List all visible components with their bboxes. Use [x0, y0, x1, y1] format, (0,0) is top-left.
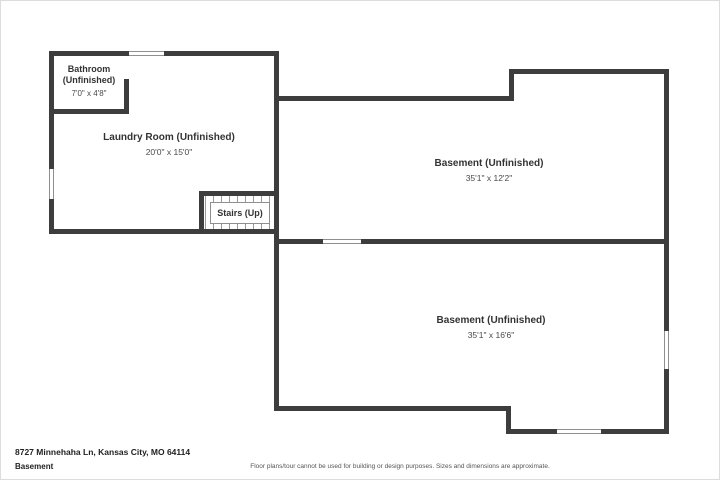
- laundry-label: Laundry Room (Unfinished) 20'0" x 15'0": [79, 132, 259, 157]
- wall-stairs-top: [199, 191, 279, 196]
- basement-upper-name: Basement (Unfinished): [434, 158, 544, 169]
- basement-lower-dims: 35'1" x 16'6": [467, 329, 515, 340]
- wall-stairs-left: [199, 191, 204, 229]
- wall-basement-upper-top-left: [274, 96, 514, 101]
- wall-bathroom-bottom: [49, 109, 129, 114]
- basement-upper-dims: 35'1" x 12'2": [465, 172, 513, 183]
- bathroom-label: Bathroom (Unfinished) 7'0" x 4'8": [57, 64, 121, 99]
- laundry-name: Laundry Room (Unfinished): [103, 132, 235, 143]
- wall-basement-upper-step: [509, 69, 514, 101]
- laundry-dims: 20'0" x 15'0": [145, 146, 193, 157]
- wall-basement-upper-top-right: [509, 69, 669, 74]
- bathroom-dims: 7'0" x 4'8": [71, 88, 107, 98]
- wall-basement-divider: [274, 239, 669, 244]
- basement-lower-label: Basement (Unfinished) 35'1" x 16'6": [391, 315, 591, 340]
- stairs-label-box: Stairs (Up): [210, 202, 270, 224]
- window-basement-divider: [323, 239, 361, 244]
- wall-laundry-right: [274, 51, 279, 244]
- window-left-laundry: [49, 169, 54, 199]
- wall-laundry-top: [49, 51, 279, 56]
- window-basement-lower-bottom: [557, 429, 601, 434]
- bathroom-name: Bathroom (Unfinished): [62, 64, 116, 86]
- basement-upper-label: Basement (Unfinished) 35'1" x 12'2": [389, 158, 589, 183]
- wall-bathroom-right: [124, 79, 129, 114]
- wall-basement-lower-left: [274, 239, 279, 411]
- window-basement-lower-right: [664, 331, 669, 369]
- footer-disclaimer: Floor plans/tour cannot be used for buil…: [250, 463, 550, 470]
- footer-floor-label: Basement: [15, 462, 54, 471]
- basement-lower-name: Basement (Unfinished): [436, 315, 546, 326]
- wall-basement-lower-step: [506, 406, 511, 434]
- footer-address: 8727 Minnehaha Ln, Kansas City, MO 64114: [15, 447, 191, 457]
- wall-laundry-left: [49, 51, 54, 234]
- window-top-laundry: [129, 51, 164, 56]
- stairs-label: Stairs (Up): [217, 208, 263, 218]
- wall-basement-lower-bottom-left: [274, 406, 511, 411]
- wall-laundry-bottom: [49, 229, 279, 234]
- wall-basement-upper-right: [664, 69, 669, 244]
